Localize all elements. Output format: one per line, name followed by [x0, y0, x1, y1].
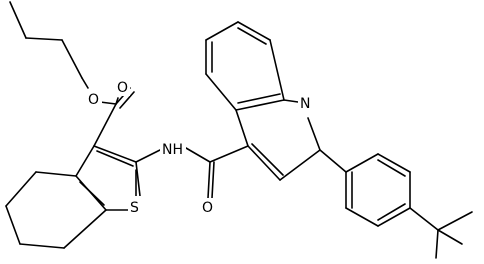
ester-carbonyl-oxygen-label: O [117, 80, 128, 96]
carbonyl-o-ester-mask [116, 78, 130, 96]
ring-n-mask [298, 94, 314, 114]
amide-oxygen-label: O [202, 200, 213, 216]
ester-oxygen-label: O [88, 92, 99, 108]
tert-butylphenyl-group [319, 149, 473, 259]
propyl-chain [9, 1, 89, 89]
quinoline-nitrogen-label: N [300, 96, 310, 112]
amide-o-mask [200, 198, 216, 216]
atom-labels: O O NH O N S [86, 78, 314, 216]
amide-linkage [135, 145, 249, 199]
ring-s-mask [128, 196, 144, 216]
thiophene-sulfur-label: S [130, 200, 139, 216]
thiophene-ring [75, 145, 141, 211]
amide-n-mask [160, 140, 186, 158]
cyclohexene-ring [5, 171, 107, 249]
amide-nitrogen-label: NH [162, 142, 183, 158]
quinoline-ring [205, 21, 321, 181]
ester-o-mask [86, 90, 102, 108]
